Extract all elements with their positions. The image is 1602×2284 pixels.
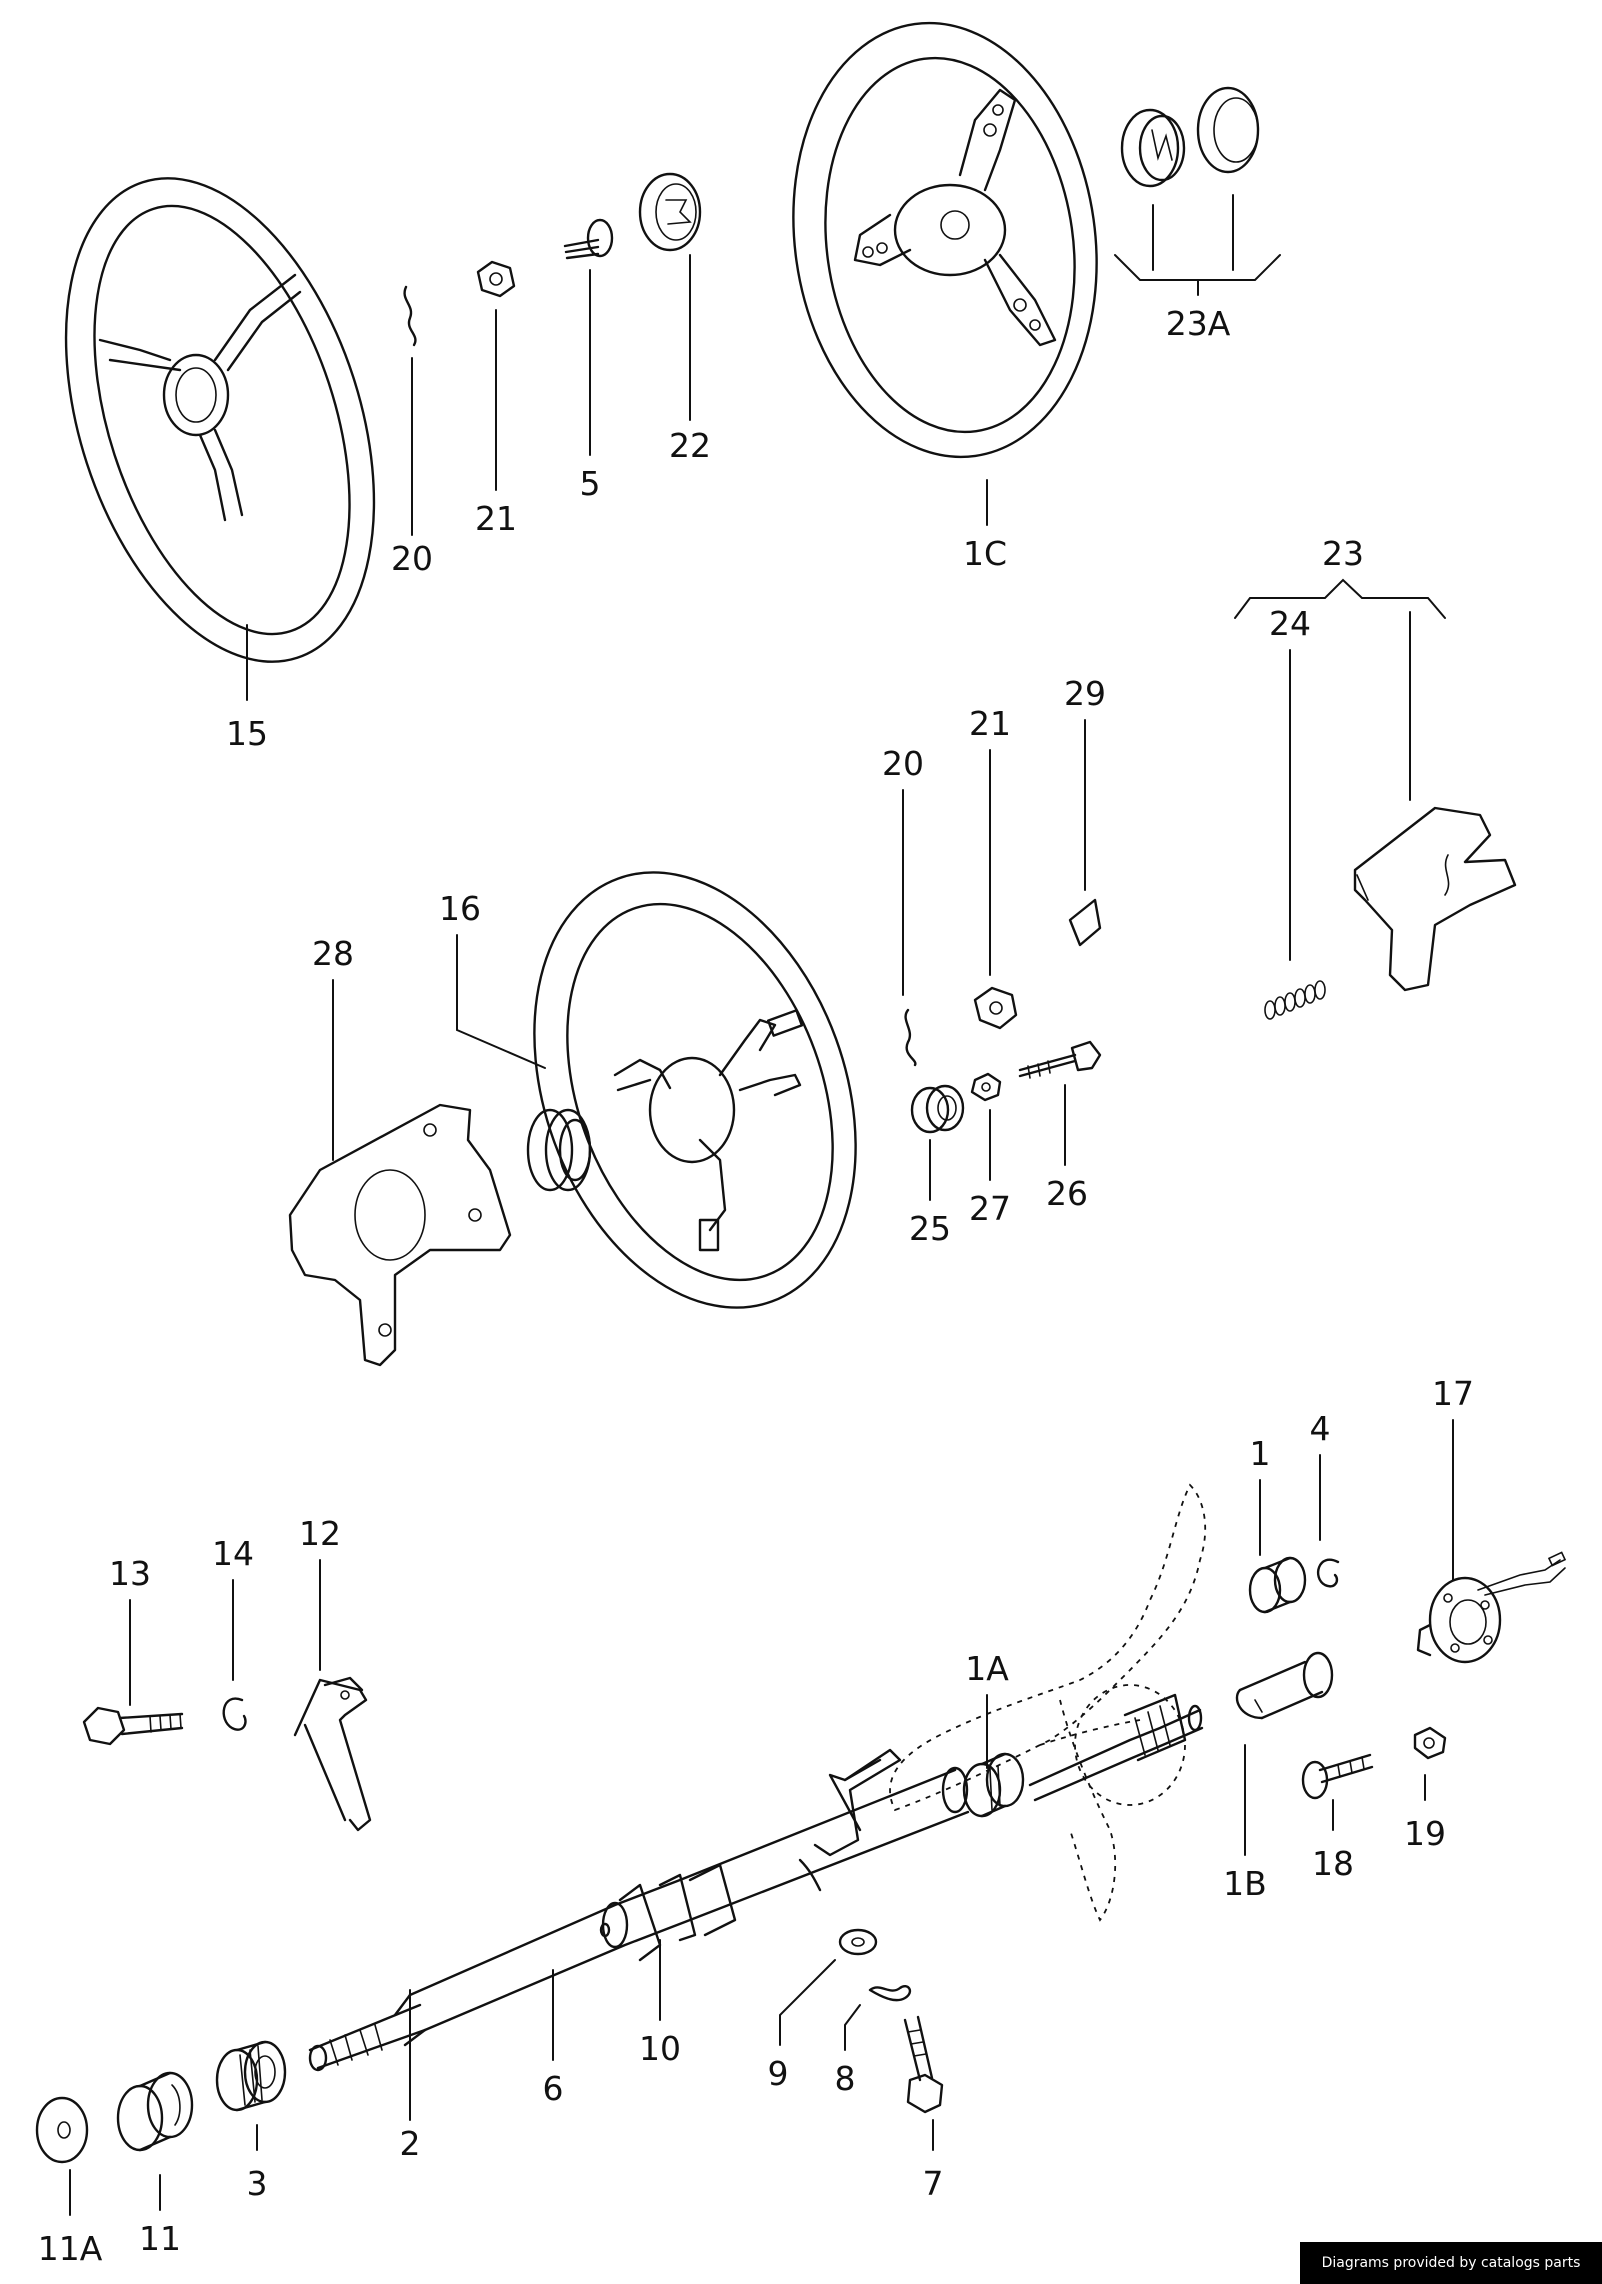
circlip-14 bbox=[222, 1697, 247, 1731]
callout-5: 5 bbox=[580, 464, 601, 503]
callout-16: 16 bbox=[439, 889, 481, 928]
washer-9 bbox=[838, 1928, 878, 1956]
callout-1b: 1B bbox=[1223, 1864, 1267, 1903]
steering-wheel-15 bbox=[64, 177, 376, 663]
callout-8: 8 bbox=[835, 2059, 856, 2098]
column-tube-6 bbox=[308, 1748, 970, 2072]
callout-21-top: 21 bbox=[475, 499, 517, 538]
washer-11a bbox=[35, 2096, 89, 2164]
callout-25: 25 bbox=[909, 1209, 951, 1248]
upper-shaft bbox=[1028, 1693, 1204, 1802]
steering-wheel-1c bbox=[792, 21, 1098, 459]
switch-plate-17 bbox=[1416, 1551, 1567, 1664]
bolt-5 bbox=[563, 218, 614, 260]
bushing-1 bbox=[1248, 1556, 1307, 1614]
callout-12: 12 bbox=[299, 1514, 341, 1553]
nut-21-middle bbox=[973, 986, 1018, 1030]
callout-9: 9 bbox=[768, 2054, 789, 2093]
callout-11a: 11A bbox=[38, 2229, 103, 2268]
bearing-3 bbox=[215, 2040, 287, 2112]
callout-20-top: 20 bbox=[391, 539, 433, 578]
clip-8 bbox=[868, 1984, 912, 2002]
credit-banner: Diagrams provided by catalogs parts bbox=[1300, 2242, 1602, 2284]
callout-1c: 1C bbox=[963, 534, 1007, 573]
emblem-ring-23a bbox=[1120, 86, 1260, 188]
callout-1a: 1A bbox=[965, 1649, 1009, 1688]
callout-3: 3 bbox=[247, 2164, 268, 2203]
callout-24: 24 bbox=[1269, 604, 1311, 643]
callout-27: 27 bbox=[969, 1189, 1011, 1228]
callout-4: 4 bbox=[1310, 1409, 1331, 1448]
bracket-12 bbox=[293, 1676, 372, 1832]
clip-20-top bbox=[403, 285, 417, 347]
callout-14: 14 bbox=[212, 1534, 254, 1573]
screw-18 bbox=[1301, 1753, 1374, 1800]
steering-wheel-16 bbox=[533, 871, 857, 1309]
callout-17: 17 bbox=[1432, 1374, 1474, 1413]
washer-27 bbox=[970, 1072, 1002, 1102]
washer-19 bbox=[1413, 1726, 1447, 1760]
spring-24 bbox=[1264, 980, 1326, 1020]
spoke-cover-28 bbox=[288, 1103, 512, 1367]
column-housing-outline bbox=[889, 1483, 1207, 1812]
callout-29: 29 bbox=[1064, 674, 1106, 713]
hub-boss bbox=[526, 1108, 592, 1192]
nut-21-top bbox=[476, 260, 516, 298]
callout-28: 28 bbox=[312, 934, 354, 973]
horn-cap-22 bbox=[638, 172, 702, 252]
sleeve-11 bbox=[116, 2071, 194, 2152]
callout-20-middle: 20 bbox=[882, 744, 924, 783]
clip-20-middle bbox=[904, 1008, 917, 1067]
callout-10: 10 bbox=[639, 2029, 681, 2068]
callout-22: 22 bbox=[669, 426, 711, 465]
callout-2: 2 bbox=[400, 2124, 421, 2163]
callout-21-middle: 21 bbox=[969, 704, 1011, 743]
callout-23a: 23A bbox=[1166, 304, 1231, 343]
callout-19: 19 bbox=[1404, 1814, 1446, 1853]
callout-7: 7 bbox=[923, 2164, 944, 2203]
bracket-29 bbox=[1068, 898, 1102, 947]
callout-11: 11 bbox=[139, 2219, 181, 2258]
circlip-4 bbox=[1316, 1558, 1340, 1588]
bolt-13 bbox=[82, 1706, 184, 1746]
horn-pad-23 bbox=[1353, 806, 1517, 992]
sleeve-1b bbox=[1235, 1651, 1334, 1720]
bolt-26 bbox=[1018, 1040, 1102, 1079]
callout-1: 1 bbox=[1250, 1434, 1271, 1473]
callout-26: 26 bbox=[1046, 1174, 1088, 1213]
bushing-25 bbox=[910, 1084, 965, 1134]
callout-15: 15 bbox=[226, 714, 268, 753]
callout-18: 18 bbox=[1312, 1844, 1354, 1883]
callout-13: 13 bbox=[109, 1554, 151, 1593]
callout-6: 6 bbox=[543, 2069, 564, 2108]
callout-23: 23 bbox=[1322, 534, 1364, 573]
bolt-7 bbox=[903, 2015, 944, 2114]
splined-bushing-1a bbox=[962, 1752, 1025, 1818]
